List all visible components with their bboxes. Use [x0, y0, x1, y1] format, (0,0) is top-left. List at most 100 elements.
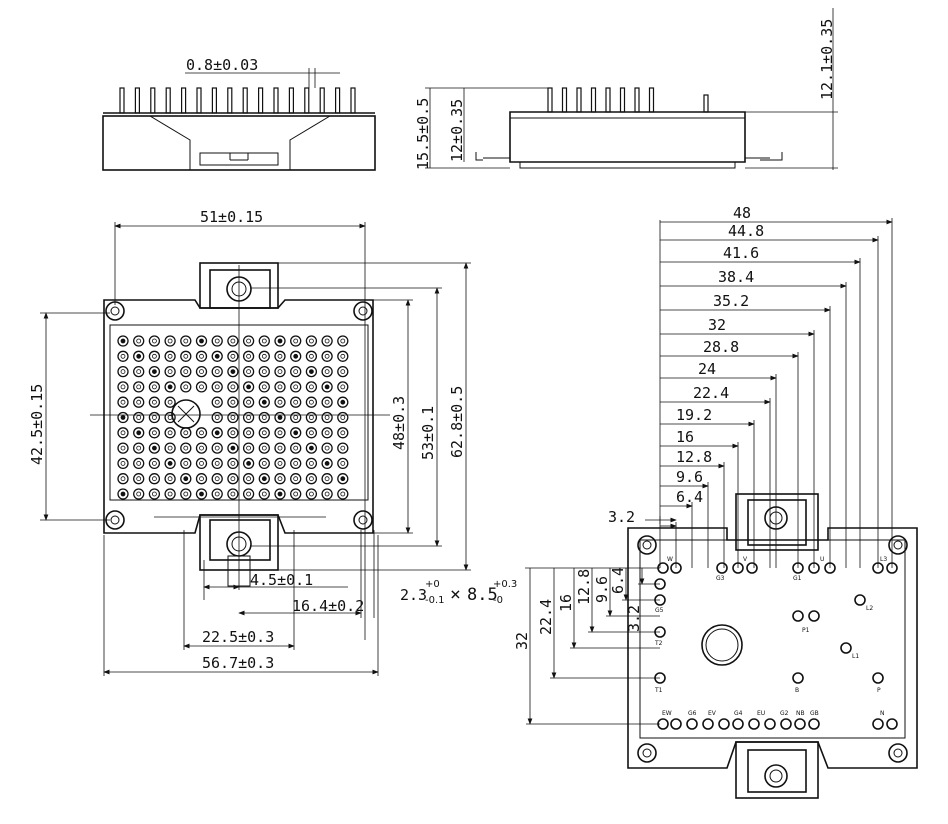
- grid-pin-core: [308, 369, 314, 375]
- pin-map-view: W V G3 G1 U L3 G5 L2 P1 T2 L1 T1 B P EW …: [513, 204, 918, 799]
- grid-pin-core: [214, 369, 220, 375]
- y-dim-label: 16: [557, 594, 575, 612]
- grid-pin-core: [324, 353, 330, 359]
- pin-grid: [117, 335, 349, 500]
- pin-label-n: N: [880, 710, 885, 717]
- grid-pin-core: [199, 491, 204, 497]
- x-dim-label: 6.4: [676, 488, 703, 506]
- grid-pin-core: [277, 369, 283, 375]
- grid-pin-core: [136, 384, 142, 390]
- grid-pin-core: [151, 445, 157, 451]
- inner-height-dim: 48±0.3: [390, 396, 408, 450]
- grid-pin-core: [167, 430, 173, 436]
- grid-pin-core: [277, 445, 283, 451]
- grid-pin-core: [151, 338, 157, 344]
- x-dim-label: 16: [676, 428, 694, 446]
- grid-pin-core: [324, 445, 330, 451]
- grid-pin-core: [340, 460, 346, 466]
- grid-pin-core: [340, 353, 346, 359]
- grid-pin-core: [246, 369, 252, 375]
- y-dim-label: 32: [513, 632, 531, 650]
- slot-dim-b: 8.5: [467, 585, 498, 605]
- grid-pin-core: [151, 476, 157, 482]
- grid-pin-core: [136, 476, 142, 482]
- grid-pin-core: [183, 491, 189, 497]
- pin-label-p: P: [877, 687, 881, 694]
- side-pin: [273, 87, 279, 114]
- grid-pin-core: [151, 384, 157, 390]
- grid-pin-core: [308, 353, 314, 359]
- grid-pin-core: [277, 491, 283, 497]
- side-pin: [150, 87, 156, 114]
- y-dim-label: 3.2: [625, 605, 643, 632]
- end-pin: [619, 87, 626, 113]
- side-pin: [227, 87, 233, 114]
- grid-pin-core: [261, 476, 267, 482]
- side-pin: [304, 87, 310, 114]
- grid-pin-core: [340, 399, 346, 405]
- grid-pin-core: [151, 491, 157, 497]
- grid-pin-core: [120, 353, 126, 359]
- grid-pin-core: [167, 384, 173, 390]
- grid-pin-core: [136, 445, 142, 451]
- overall-width-dim: 56.7±0.3: [202, 654, 274, 672]
- side-view-pins: [119, 87, 356, 114]
- grid-pin-core: [308, 415, 314, 420]
- y-dim-label: 9.6: [593, 576, 611, 603]
- grid-pin-core: [167, 338, 173, 344]
- grid-pin-core: [324, 384, 330, 390]
- grid-pin-core: [277, 338, 283, 344]
- offset-b-dim: 16.4±0.2: [292, 597, 364, 615]
- grid-pin-core: [230, 491, 236, 497]
- grid-pin-core: [214, 491, 220, 497]
- grid-pin-core: [293, 460, 299, 466]
- grid-pin-core: [324, 476, 330, 482]
- x-dim-label: 24: [698, 360, 716, 378]
- pin-label-ew: EW: [662, 710, 672, 717]
- grid-pin-core: [261, 460, 267, 466]
- grid-pin-core: [120, 384, 126, 390]
- pin-label-g2: G2: [780, 710, 789, 717]
- grid-pin-core: [308, 491, 314, 497]
- grid-pin-core: [293, 353, 299, 359]
- grid-pin-core: [199, 338, 204, 344]
- slot-times: ×: [450, 584, 461, 605]
- grid-pin-core: [214, 445, 220, 451]
- grid-pin-core: [230, 460, 236, 466]
- x-dim-label: 38.4: [718, 268, 754, 286]
- grid-pin-core: [120, 369, 126, 375]
- grid-pin-core: [340, 338, 346, 344]
- grid-pin-core: [308, 399, 314, 405]
- grid-pin-core: [277, 384, 283, 390]
- offset-a-dim: 4.5±0.1: [250, 571, 313, 589]
- grid-pin-core: [340, 445, 346, 451]
- grid-pin-core: [293, 384, 299, 390]
- grid-pin-core: [120, 476, 126, 482]
- grid-pin-core: [308, 476, 314, 482]
- grid-pin-core: [246, 399, 252, 405]
- grid-pin-core: [136, 415, 142, 420]
- grid-pin-core: [183, 384, 189, 390]
- pin-label-ev: EV: [708, 710, 717, 717]
- grid-pin-core: [183, 430, 189, 436]
- grid-pin-core: [167, 369, 173, 375]
- grid-pin-core: [246, 415, 252, 420]
- grid-pin-core: [230, 430, 236, 436]
- grid-pin-core: [293, 430, 299, 436]
- grid-pin-core: [261, 445, 267, 451]
- grid-pin-core: [340, 491, 346, 497]
- grid-pin-core: [324, 399, 330, 405]
- grid-pin-core: [230, 353, 236, 359]
- height-holes-dim: 42.5±0.15: [28, 384, 46, 465]
- pin-label-g1: G1: [793, 575, 802, 582]
- grid-pin-core: [277, 430, 283, 436]
- grid-pin-core: [308, 338, 314, 344]
- x-dim-label: 41.6: [723, 244, 759, 262]
- grid-pin-core: [199, 460, 204, 466]
- grid-pin-core: [199, 369, 204, 375]
- side-pin: [350, 87, 356, 114]
- grid-pin-core: [151, 399, 157, 405]
- x-dim-label: 12.8: [676, 448, 712, 466]
- pin-height-dim: 12.1±0.35: [818, 19, 836, 100]
- slot-dim-b-lower: -0: [493, 595, 503, 606]
